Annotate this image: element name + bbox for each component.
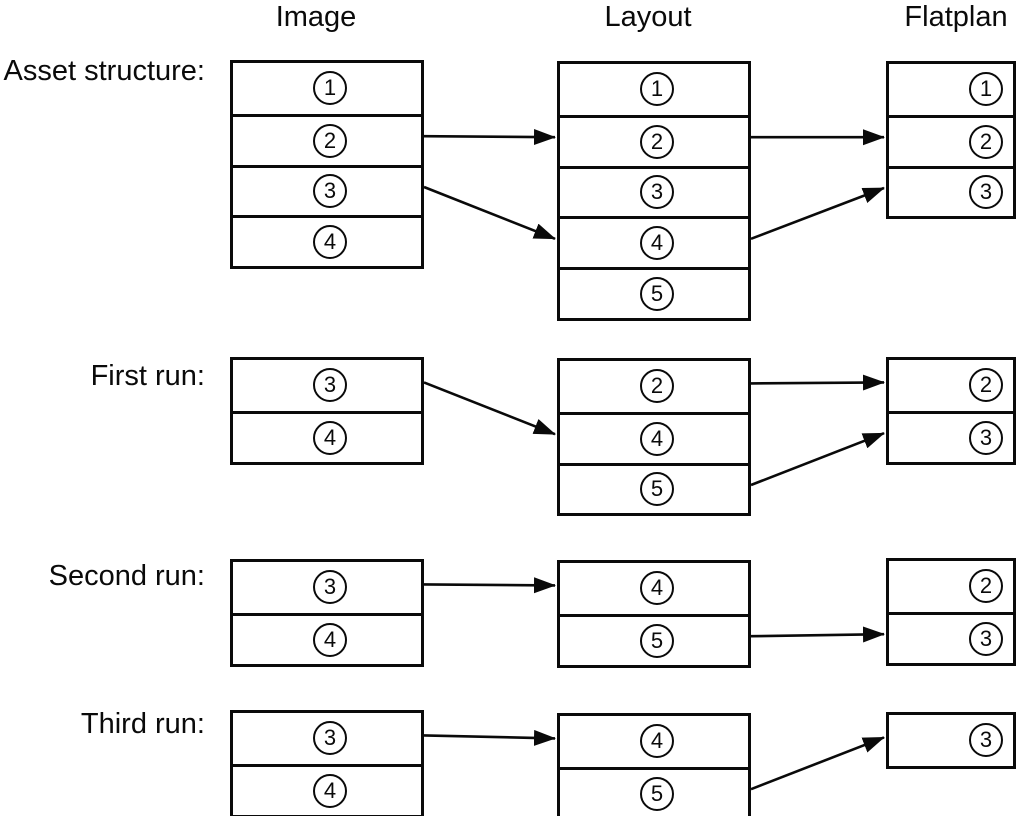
circled-number-1: 1 — [640, 72, 674, 107]
cell-layout-asset-structure-1: 1 — [560, 64, 748, 115]
cell-layout-first-run-5: 5 — [560, 462, 748, 514]
circled-number-4: 4 — [640, 421, 674, 456]
circled-number-3: 3 — [313, 368, 347, 403]
stack-layout-asset-structure: 1 2 3 4 5 — [557, 61, 751, 321]
circled-number-4: 4 — [313, 622, 347, 657]
cell-flatplan-second-run-2: 2 — [889, 561, 1013, 612]
row-label-asset-structure: Asset structure: — [3, 55, 205, 87]
circled-number-4: 4 — [640, 724, 674, 759]
arrow-first-run-layout0-to-flatplan0 — [750, 374, 885, 391]
circled-number-4: 4 — [640, 571, 674, 606]
circled-number-3: 3 — [969, 723, 1003, 758]
arrow-third-run-image0-to-layout0 — [423, 729, 556, 746]
circled-number-4: 4 — [640, 226, 674, 261]
circled-number-3: 3 — [313, 174, 347, 209]
row-label-second-run: Second run: — [48, 560, 205, 592]
cell-layout-first-run-4: 4 — [560, 411, 748, 463]
arrow-asset-structure-image2-to-layout3 — [423, 185, 556, 241]
circled-number-2: 2 — [640, 369, 674, 404]
circled-number-3: 3 — [640, 175, 674, 210]
circled-number-3: 3 — [313, 570, 347, 605]
cell-layout-second-run-5: 5 — [560, 613, 748, 665]
circled-number-2: 2 — [313, 123, 347, 158]
row-label-first-run: First run: — [90, 360, 205, 392]
arrow-asset-structure-layout3-to-flatplan2 — [750, 186, 885, 241]
stack-flatplan-third-run: 3 — [886, 712, 1016, 769]
arrow-second-run-layout1-to-flatplan1 — [750, 626, 885, 643]
cell-flatplan-first-run-3: 3 — [889, 410, 1013, 462]
cell-layout-asset-structure-2: 2 — [560, 114, 748, 166]
cell-layout-third-run-4: 4 — [560, 716, 748, 767]
stack-image-asset-structure: 1 2 3 4 — [230, 60, 424, 270]
circled-number-3: 3 — [969, 621, 1003, 656]
arrow-third-run-layout1-to-flatplan0 — [750, 736, 885, 791]
cell-layout-asset-structure-5: 5 — [560, 267, 748, 318]
circled-number-2: 2 — [969, 368, 1003, 403]
column-header-layout: Layout — [604, 1, 692, 33]
circled-number-3: 3 — [969, 420, 1003, 455]
cell-layout-asset-structure-3: 3 — [560, 165, 748, 217]
circled-number-1: 1 — [313, 71, 347, 106]
circled-number-4: 4 — [313, 420, 347, 455]
cell-image-asset-structure-3: 3 — [233, 164, 421, 216]
circled-number-5: 5 — [640, 472, 674, 507]
circled-number-2: 2 — [969, 124, 1003, 159]
circled-number-5: 5 — [640, 623, 674, 658]
circled-number-2: 2 — [969, 569, 1003, 604]
arrow-asset-structure-image1-to-layout1 — [423, 129, 556, 146]
cell-flatplan-asset-structure-2: 2 — [889, 114, 1013, 166]
cell-image-first-run-3: 3 — [233, 360, 421, 411]
column-header-flatplan: Flatplan — [904, 1, 1008, 33]
circled-number-5: 5 — [640, 776, 674, 811]
cell-image-second-run-3: 3 — [233, 562, 421, 613]
cell-flatplan-third-run-3: 3 — [889, 715, 1013, 766]
stack-flatplan-asset-structure: 1 2 3 — [886, 61, 1016, 220]
circled-number-4: 4 — [313, 225, 347, 260]
cell-layout-second-run-4: 4 — [560, 563, 748, 614]
arrow-first-run-image0-to-layout1 — [423, 381, 556, 436]
cell-flatplan-asset-structure-3: 3 — [889, 165, 1013, 217]
cell-flatplan-first-run-2: 2 — [889, 360, 1013, 411]
circled-number-2: 2 — [640, 124, 674, 159]
stack-layout-first-run: 2 4 5 — [557, 358, 751, 517]
cell-image-second-run-4: 4 — [233, 612, 421, 664]
cell-image-asset-structure-1: 1 — [233, 63, 421, 114]
cell-flatplan-second-run-3: 3 — [889, 611, 1013, 663]
cell-image-asset-structure-2: 2 — [233, 113, 421, 165]
cell-image-third-run-3: 3 — [233, 713, 421, 764]
cell-image-third-run-4: 4 — [233, 763, 421, 815]
cell-flatplan-asset-structure-1: 1 — [889, 64, 1013, 115]
cell-image-asset-structure-4: 4 — [233, 215, 421, 266]
cell-layout-third-run-5: 5 — [560, 766, 748, 816]
cell-layout-first-run-2: 2 — [560, 361, 748, 412]
arrow-second-run-image0-to-layout0 — [423, 577, 556, 594]
circled-number-4: 4 — [313, 773, 347, 808]
circled-number-3: 3 — [313, 721, 347, 756]
cell-image-first-run-4: 4 — [233, 410, 421, 462]
row-label-third-run: Third run: — [80, 708, 205, 740]
circled-number-1: 1 — [969, 72, 1003, 107]
arrow-first-run-layout2-to-flatplan1 — [750, 431, 885, 487]
circled-number-3: 3 — [969, 175, 1003, 210]
circled-number-5: 5 — [640, 277, 674, 312]
cell-layout-asset-structure-4: 4 — [560, 216, 748, 267]
column-header-image: Image — [275, 1, 357, 33]
